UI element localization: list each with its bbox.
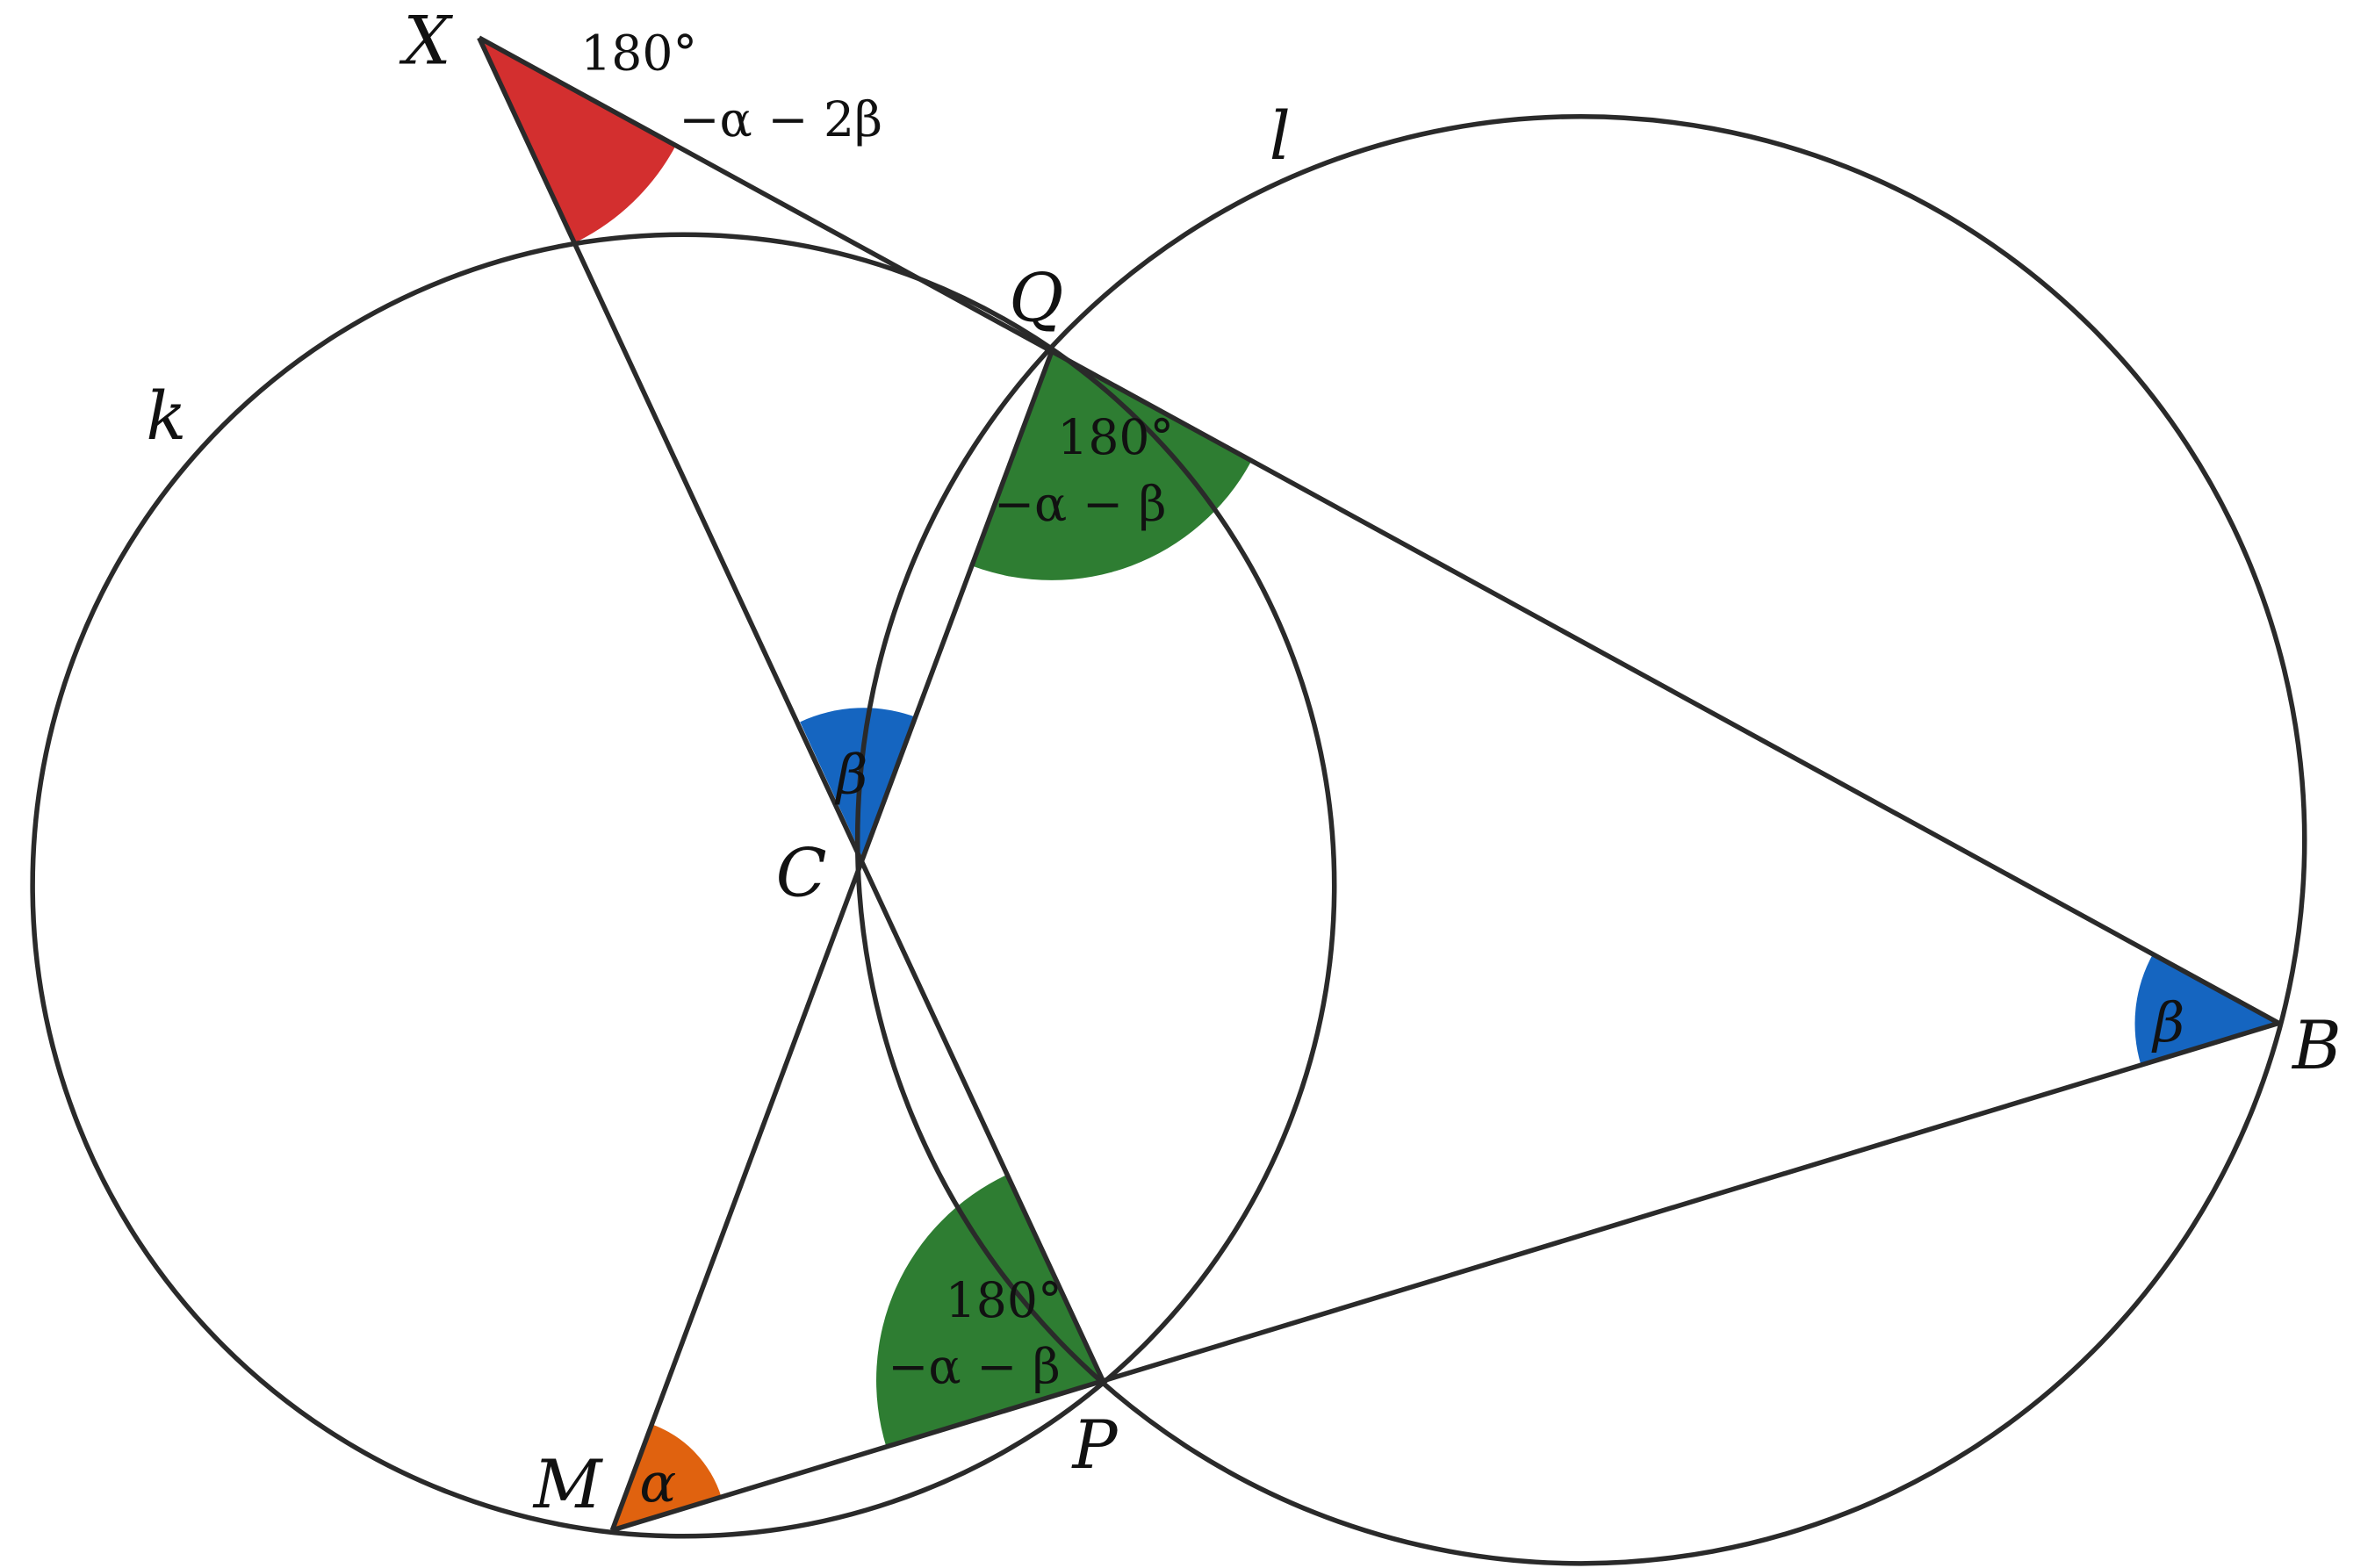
circle-l bbox=[854, 113, 2307, 1566]
angle-label-c: β bbox=[835, 742, 868, 806]
circle-k bbox=[30, 232, 1337, 1539]
label-circle-l: l bbox=[1270, 97, 1291, 175]
angle-label-p-1: 180° bbox=[946, 1273, 1062, 1329]
angle-label-b: β bbox=[2151, 990, 2184, 1054]
line-mb bbox=[611, 1020, 2280, 1533]
angle-label-p-2: −α − β bbox=[888, 1340, 1061, 1396]
line-xp bbox=[477, 36, 1105, 1382]
angle-wedge-p bbox=[876, 1174, 1103, 1448]
label-b: B bbox=[2291, 1007, 2342, 1084]
label-c: C bbox=[776, 835, 827, 912]
label-circle-k: k bbox=[146, 378, 186, 455]
angle-wedge-q bbox=[972, 352, 1251, 580]
line-qm bbox=[609, 351, 1054, 1531]
label-m: M bbox=[532, 1446, 604, 1523]
label-x: X bbox=[399, 2, 454, 79]
angle-label-x-1: 180° bbox=[580, 25, 697, 82]
angle-label-q-1: 180° bbox=[1057, 410, 1174, 466]
line-xb bbox=[478, 35, 2280, 1025]
label-q: Q bbox=[1009, 259, 1063, 336]
angle-wedge-b bbox=[2134, 953, 2279, 1066]
angle-wedge-x bbox=[479, 38, 676, 242]
angle-label-q-2: −α − β bbox=[994, 477, 1167, 533]
label-p: P bbox=[1070, 1406, 1119, 1484]
angle-label-m: α bbox=[639, 1450, 676, 1514]
angle-label-x-2: −α − 2β bbox=[679, 92, 882, 148]
